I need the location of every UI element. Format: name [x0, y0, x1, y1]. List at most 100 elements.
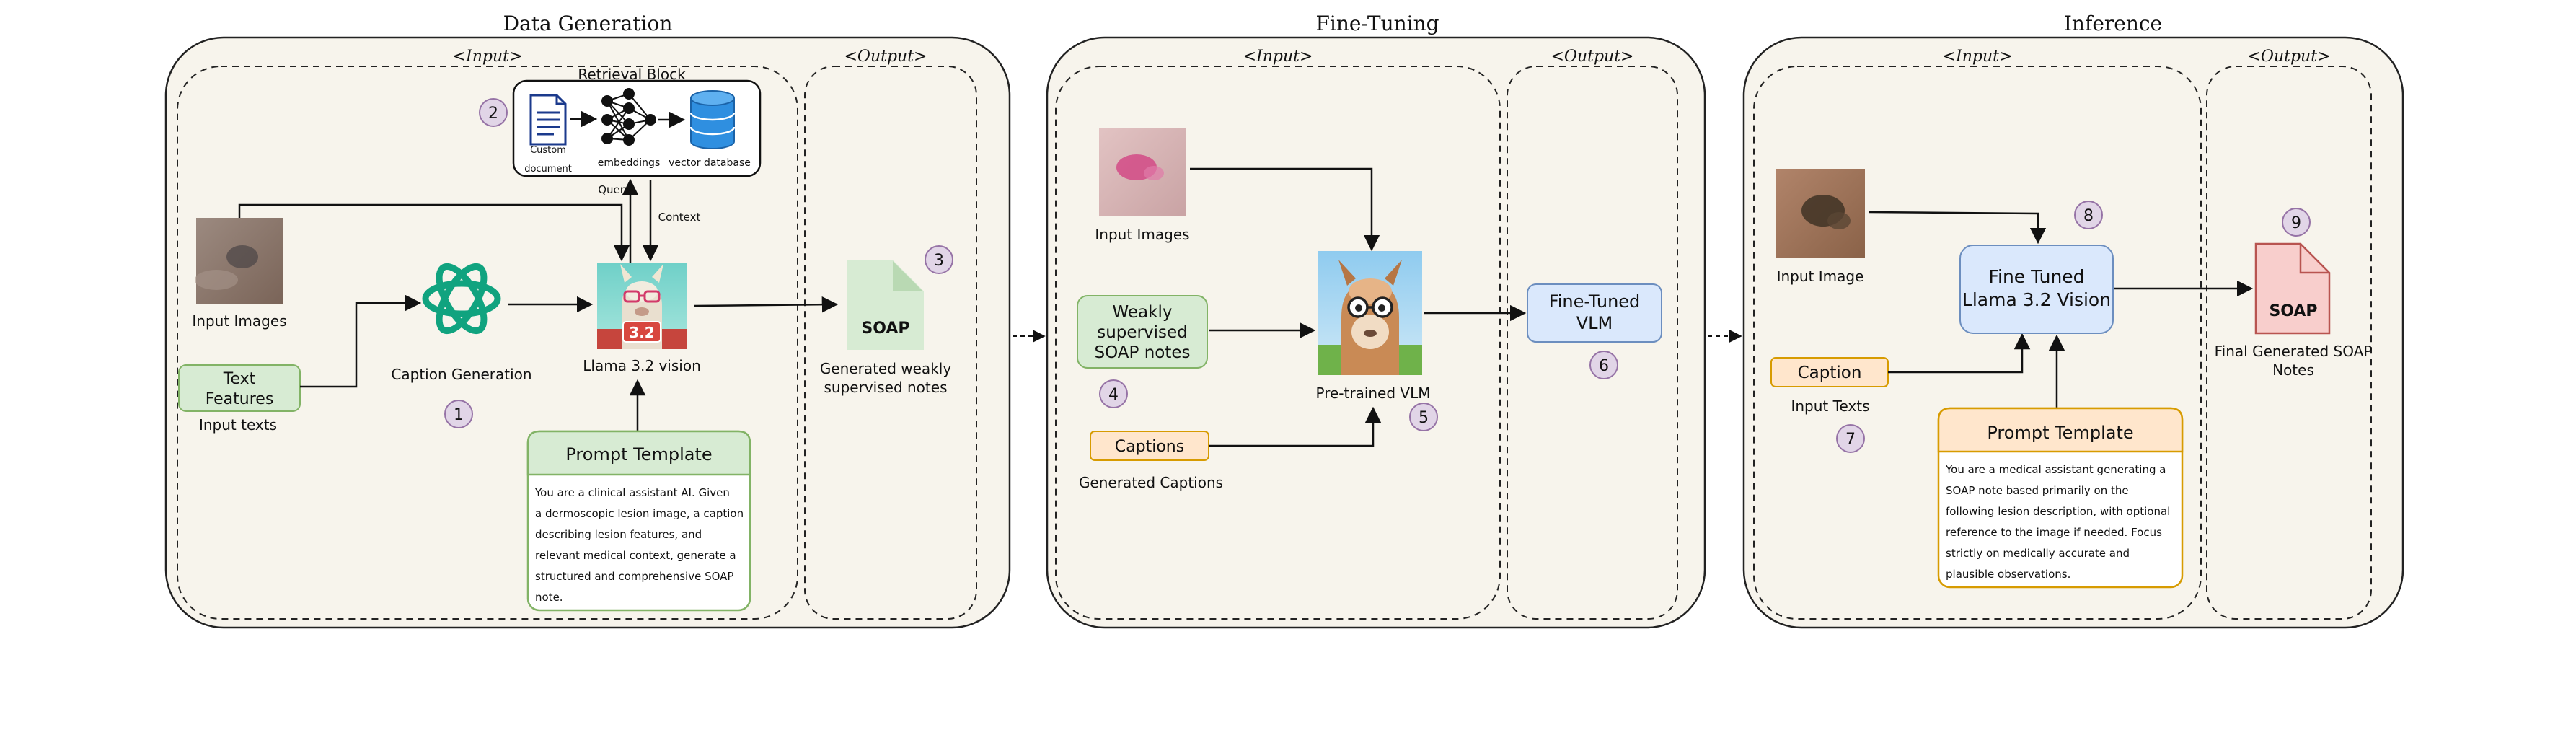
step-number-9: 9 — [2291, 214, 2301, 232]
step-number-6: 6 — [1599, 357, 1609, 375]
llama-badge-text: 3.2 — [629, 324, 654, 341]
step-badge-4 — [1099, 379, 1128, 408]
text-features-label-2: Features — [206, 390, 274, 408]
text-features-box — [178, 364, 301, 412]
soap-document-icon-inference — [2254, 242, 2331, 335]
io-output-label-datagen: <Output> — [844, 48, 927, 66]
final-soap-label-1: Final Generated SOAP — [2215, 343, 2373, 360]
caption-generation-label: Caption Generation — [391, 366, 531, 383]
generated-notes-label-1: Generated weakly — [820, 360, 952, 377]
step-badge-6 — [1589, 351, 1618, 379]
soap-document-fold-inference — [2299, 244, 2329, 274]
prompt-template-header-inference — [1937, 407, 2184, 453]
prompt-line: reference to the image if needed. Focus — [1946, 526, 2162, 539]
prompt-line: plausible observations. — [1946, 568, 2070, 581]
input-images-label-datagen: Input Images — [192, 312, 286, 330]
soap-label-datagen: SOAP — [861, 320, 909, 338]
image-to-llama-arrow — [238, 203, 630, 262]
step-badge-7 — [1836, 424, 1865, 453]
prompt-line: You are a clinical assistant AI. Given — [534, 486, 730, 499]
openai-logo-icon — [422, 263, 501, 335]
prompt-line: a dermoscopic lesion image, a caption — [535, 507, 744, 520]
custom-document-label-1: Custom — [530, 145, 566, 156]
finetuned-llama-label-2: Llama 3.2 Vision — [1962, 289, 2111, 310]
neural-network-icon — [601, 88, 656, 146]
caption-to-ft-llama-arrow — [1888, 333, 2031, 374]
embeddings-label: embeddings — [598, 157, 660, 169]
weak-soap-label-2: supervised — [1097, 323, 1188, 342]
soap-label-inference: SOAP — [2269, 302, 2317, 320]
step-badge-3 — [925, 245, 953, 274]
step-number-1: 1 — [454, 406, 464, 424]
step-badge-8 — [2074, 201, 2103, 229]
step-number-7: 7 — [1845, 431, 1856, 449]
step-badge-5 — [1409, 403, 1438, 431]
input-texts-label-datagen: Input texts — [199, 416, 277, 434]
input-images-label-finetune: Input Images — [1095, 226, 1189, 243]
prompt-line: strictly on medically accurate and — [1946, 547, 2130, 560]
prompt-line: relevant medical context, generate a — [535, 549, 736, 562]
custom-document-label-2: document — [524, 164, 572, 175]
weak-soap-notes-box — [1077, 295, 1208, 369]
captions-to-vlm-arrow — [1209, 406, 1382, 447]
prompt-line: following lesion description, with optio… — [1946, 505, 2170, 518]
llama-image — [597, 263, 687, 349]
weak-soap-label-3: SOAP notes — [1094, 343, 1190, 362]
finetuned-vlm-label-1: Fine-Tuned — [1549, 291, 1641, 312]
prompt-line: SOAP note based primarily on the — [1946, 484, 2129, 497]
step-badge-1 — [444, 400, 473, 428]
final-soap-label-2: Notes — [2272, 361, 2314, 379]
step-number-2: 2 — [488, 105, 498, 123]
input-image-label-inference: Input Image — [1777, 268, 1864, 285]
input-image-inference — [1776, 169, 1865, 258]
prompt-line: note. — [535, 591, 563, 604]
panel-data-generation — [164, 36, 1011, 629]
finetuned-vlm-box — [1527, 283, 1662, 343]
input-image-datagen — [195, 218, 283, 304]
io-input-label-datagen: <Input> — [453, 48, 523, 66]
finetuned-llama-label-1: Fine Tuned — [1988, 266, 2084, 287]
pretrained-vlm-label: Pre-trained VLM — [1315, 384, 1430, 402]
pretrained-vlm-image — [1318, 251, 1422, 375]
step-badge-9 — [2282, 208, 2311, 237]
prompt-text-inference: You are a medical assistant generating a… — [1945, 463, 2170, 581]
prompt-template-header-datagen — [526, 430, 751, 476]
io-output-label-inference: <Output> — [2247, 48, 2330, 66]
inf-image-to-llama-arrow — [1869, 211, 2047, 245]
stage-title-data-generation: Data Generation — [503, 12, 673, 35]
step-number-5: 5 — [1419, 409, 1429, 427]
captions-label: Captions — [1115, 438, 1184, 456]
stage-title-inference: Inference — [2064, 12, 2162, 35]
io-input-label-finetune: <Input> — [1243, 48, 1313, 66]
generated-captions-label: Generated Captions — [1079, 474, 1223, 491]
io-input-label-inference: <Input> — [1943, 48, 2013, 66]
soap-document-fold-datagen — [893, 261, 923, 291]
stage-title-fine-tuning: Fine-Tuning — [1315, 12, 1439, 35]
vector-database-label: vector database — [669, 157, 751, 169]
text-to-caption-arrow — [300, 294, 422, 388]
query-label: Query — [598, 183, 631, 196]
input-image-finetune — [1099, 128, 1186, 216]
prompt-line: describing lesion features, and — [535, 528, 702, 541]
caption-label-inference: Caption — [1798, 364, 1862, 382]
llama-to-soap-arrow — [693, 296, 839, 313]
step-number-4: 4 — [1108, 386, 1119, 404]
context-label: Context — [658, 211, 701, 224]
step-number-8: 8 — [2083, 207, 2094, 225]
finetuned-llama-box — [1959, 245, 2114, 334]
text-features-label-1: Text — [223, 370, 256, 388]
step-number-3: 3 — [934, 252, 944, 270]
weak-soap-label-1: Weakly — [1113, 303, 1173, 322]
prompt-line: structured and comprehensive SOAP — [535, 570, 733, 583]
document-icon — [529, 94, 567, 146]
llama-vision-label: Llama 3.2 vision — [583, 357, 701, 374]
prompt-line: You are a medical assistant generating a — [1945, 463, 2166, 476]
database-icon — [689, 90, 736, 149]
step-badge-2 — [479, 98, 508, 127]
generated-notes-label-2: supervised notes — [824, 379, 948, 396]
ft-image-to-vlm-arrow — [1190, 167, 1380, 252]
prompt-template-title-inference: Prompt Template — [1987, 423, 2133, 443]
io-output-label-finetune: <Output> — [1551, 48, 1633, 66]
prompt-template-title-datagen: Prompt Template — [565, 444, 712, 465]
